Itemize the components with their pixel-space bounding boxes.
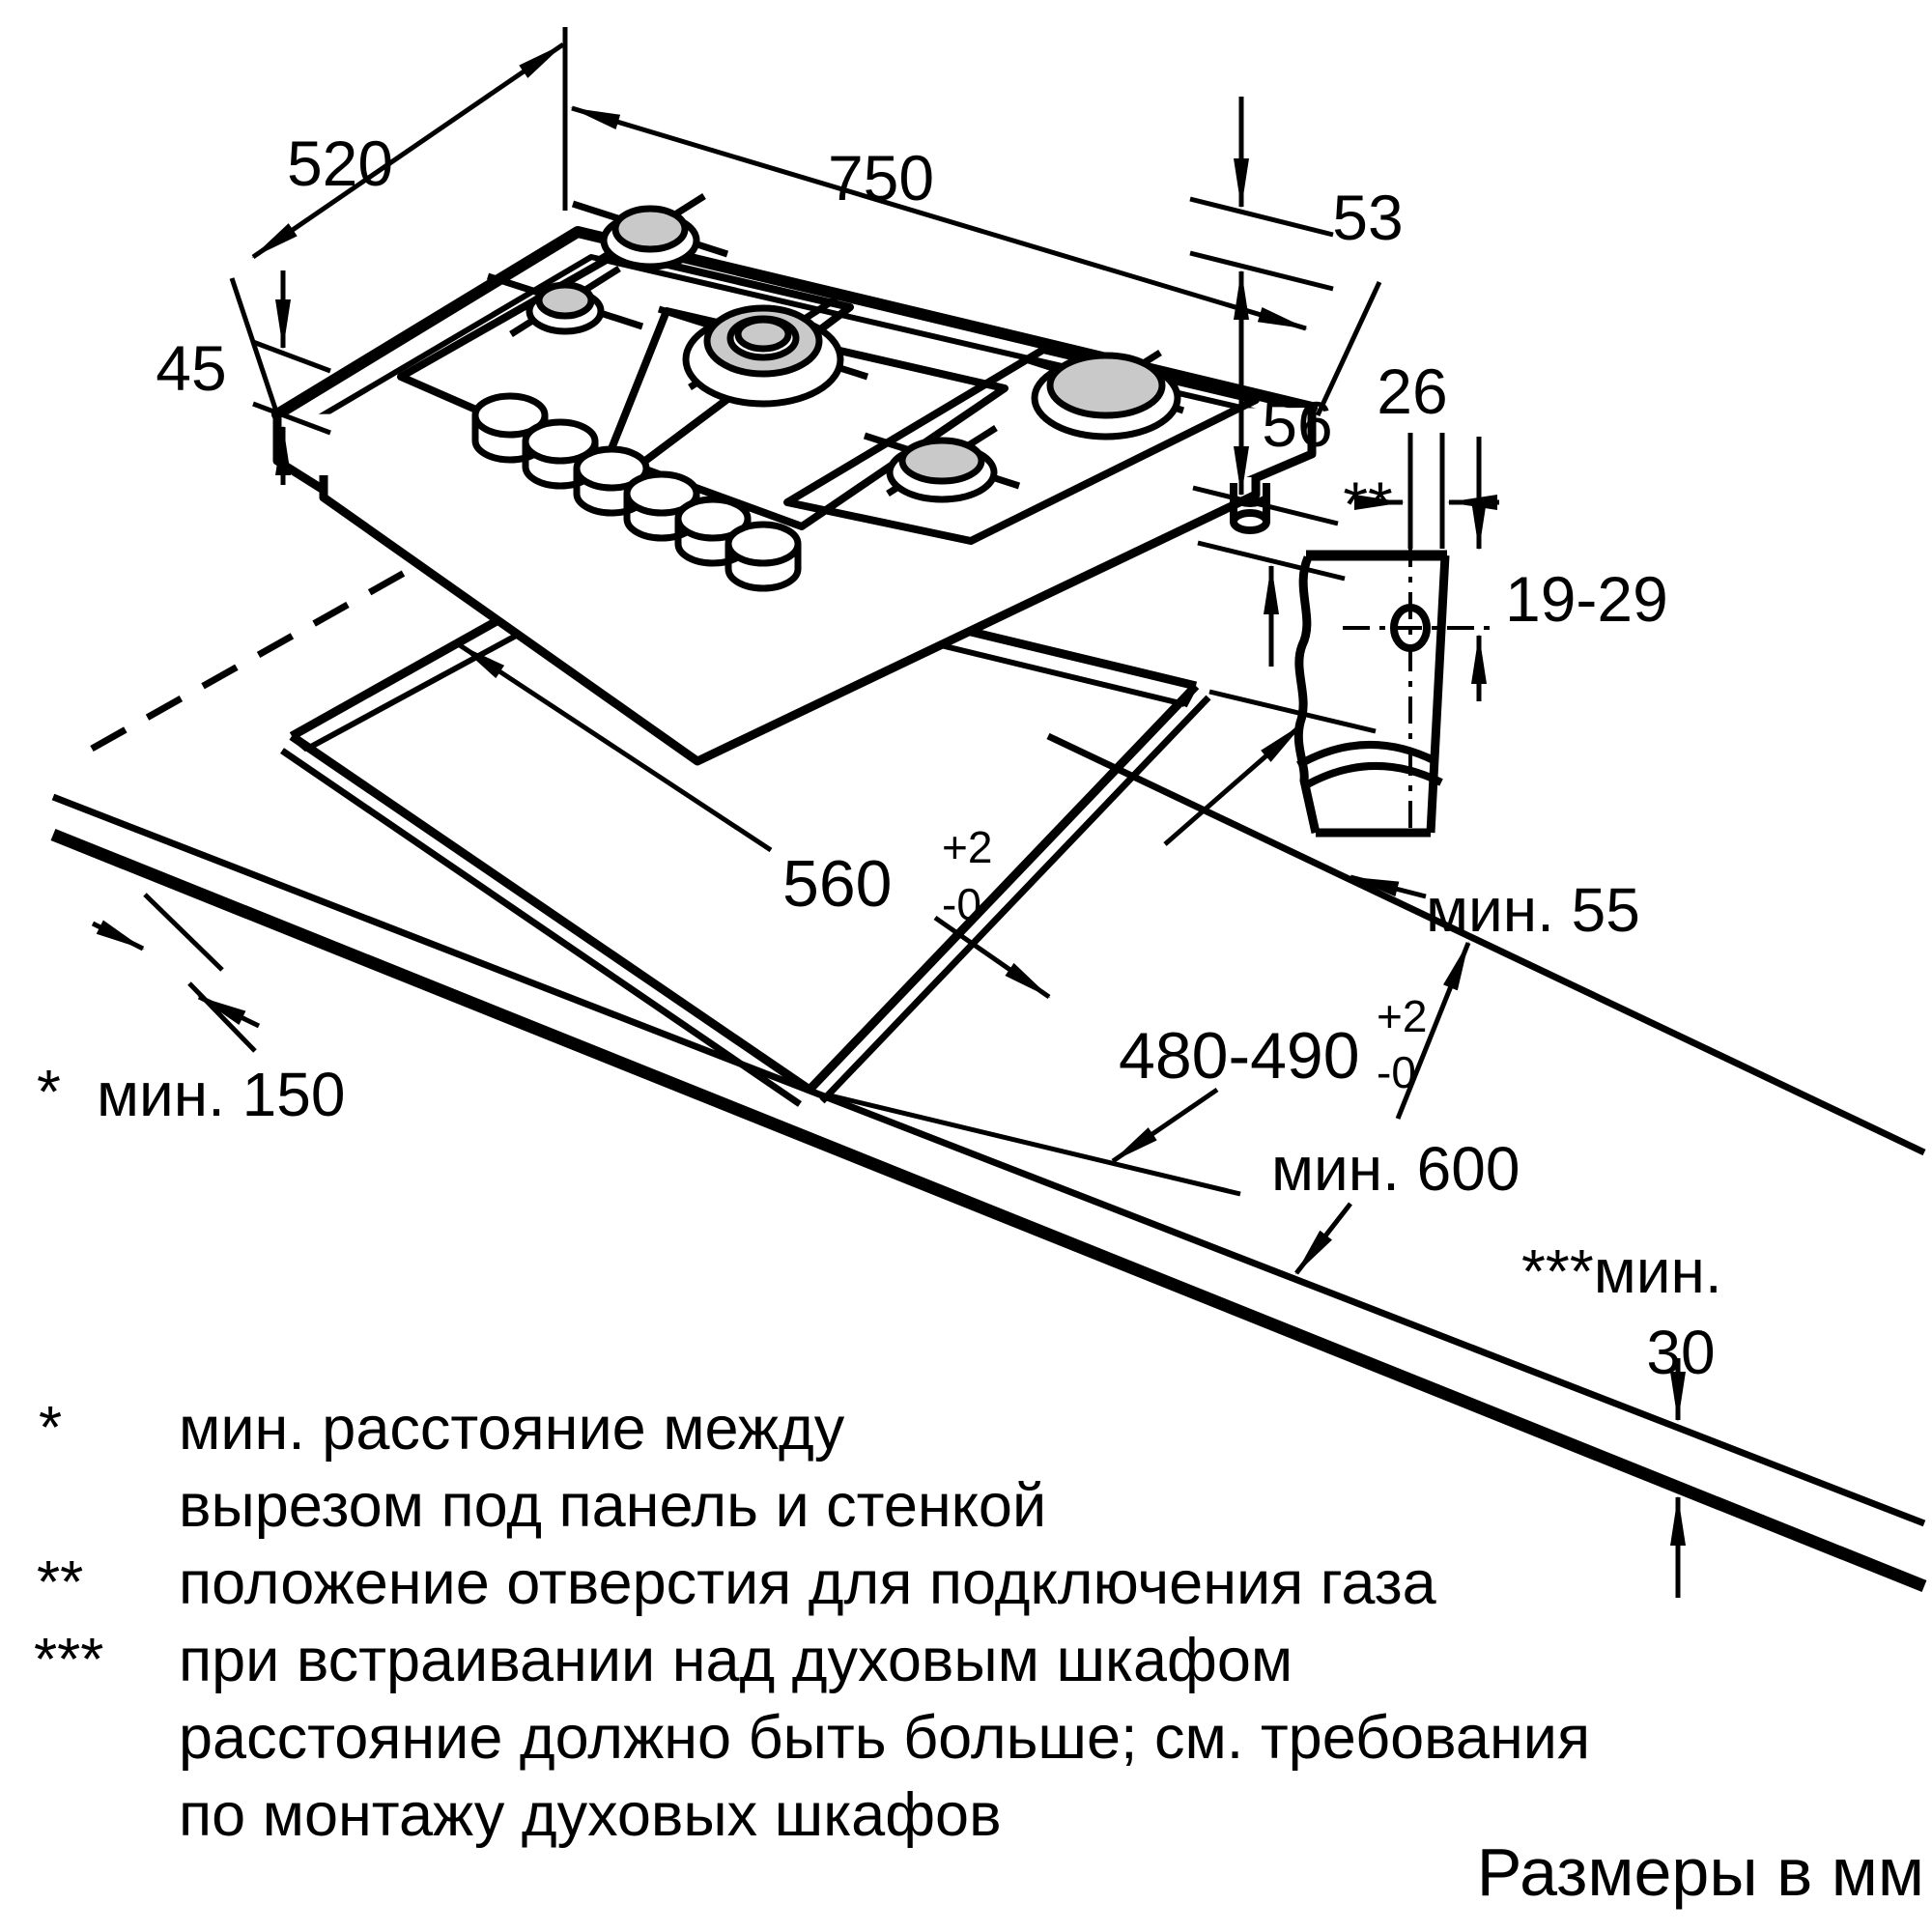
label-560-tol-minus: -0 — [942, 879, 981, 929]
knob-6 — [724, 521, 802, 567]
label-min150: мин. 150 — [97, 1060, 345, 1129]
witness-750-right — [1315, 280, 1382, 417]
knob-4 — [623, 470, 700, 517]
hob-bottom-tray — [319, 475, 1261, 766]
min600-arrow-up — [1395, 941, 1471, 1120]
witness-56 — [1192, 485, 1346, 582]
label-min30-stars: ***мин. — [1521, 1236, 1722, 1306]
label-56: 56 — [1262, 388, 1332, 460]
label-560: 560 — [782, 847, 892, 921]
knob-2 — [522, 418, 599, 465]
worktop-dimensions — [91, 642, 1686, 1598]
cutout-depth-witness-a — [1208, 689, 1377, 734]
label-min600: мин. 600 — [1271, 1134, 1520, 1204]
grate-frame-right — [783, 346, 1260, 545]
dimension-labels: 520 750 45 53 56 26 ** 19-29 мин. 55 560… — [37, 128, 1722, 1387]
label-min30-value: 30 — [1646, 1318, 1715, 1387]
label-560-tol-plus: +2 — [942, 822, 992, 872]
gas-pipe-bottom — [1230, 509, 1270, 534]
worktop-back-edge-right — [1046, 732, 1926, 1156]
min150-arrow-left — [197, 994, 261, 1029]
min150-arrow-right — [91, 920, 145, 952]
grate-frame-center — [605, 307, 1009, 530]
witness-26 — [1407, 433, 1445, 549]
knob-3 — [573, 445, 650, 492]
detail-right-edge — [1426, 554, 1450, 834]
knob-5 — [674, 496, 752, 542]
label-750: 750 — [828, 142, 934, 213]
cutout-depth-witness-b — [825, 1092, 1241, 1197]
cutout-width-leader-2 — [933, 915, 1051, 1000]
hob-drawing — [271, 193, 1318, 766]
fingers-front-burner — [863, 425, 1021, 497]
cutout-outer-front-left — [280, 748, 802, 1107]
detail-left-broken-edge — [1293, 555, 1321, 834]
detail-break-lines — [1296, 740, 1443, 790]
label-53: 53 — [1332, 182, 1403, 253]
worktop-front-edge-bottom — [50, 828, 1927, 1593]
min150-witness-a — [143, 893, 224, 972]
control-knobs — [471, 392, 802, 592]
cutout-depth-arrow-up — [1163, 723, 1304, 846]
cutout-depth-arrow-down — [1111, 1087, 1219, 1164]
label-45: 45 — [156, 332, 226, 404]
label-480-490-tol-minus: -0 — [1377, 1047, 1416, 1097]
label-480-490-tol-plus: +2 — [1377, 991, 1427, 1041]
cutout-width-leader-1 — [458, 642, 773, 853]
cutout-front-left-edge — [289, 732, 812, 1094]
label-26: 26 — [1377, 355, 1447, 427]
label-min55: мин. 55 — [1426, 875, 1640, 945]
burner-front-cap — [898, 437, 985, 485]
dim-line-750 — [570, 105, 1308, 331]
min55-arrow — [1349, 874, 1427, 899]
witness-45 — [252, 339, 331, 436]
label-19-29: 19-29 — [1505, 563, 1668, 635]
min600-arrow-down — [1294, 1202, 1352, 1275]
burner-left-cap — [535, 281, 595, 320]
label-520: 520 — [287, 128, 393, 199]
label-min150-star: * — [37, 1057, 61, 1126]
cutout-outer-front-right — [819, 695, 1211, 1104]
gas-connection-detail — [1293, 433, 1499, 838]
cutout-front-right-edge — [806, 682, 1200, 1094]
hob-dimensions — [229, 27, 1382, 667]
label-480-490: 480-490 — [1119, 1019, 1360, 1093]
dim-line-520 — [251, 42, 565, 260]
knob-1 — [471, 392, 549, 439]
witness-520-left — [229, 277, 280, 415]
burner-right-cap — [1046, 352, 1166, 419]
worktop-front-edge-top — [51, 793, 1926, 1527]
label-gas-hole-marker: ** — [1343, 469, 1392, 540]
witness-53 — [1189, 196, 1334, 292]
burner-wok-cap — [734, 316, 792, 353]
burner-back-left-cap — [611, 205, 689, 253]
